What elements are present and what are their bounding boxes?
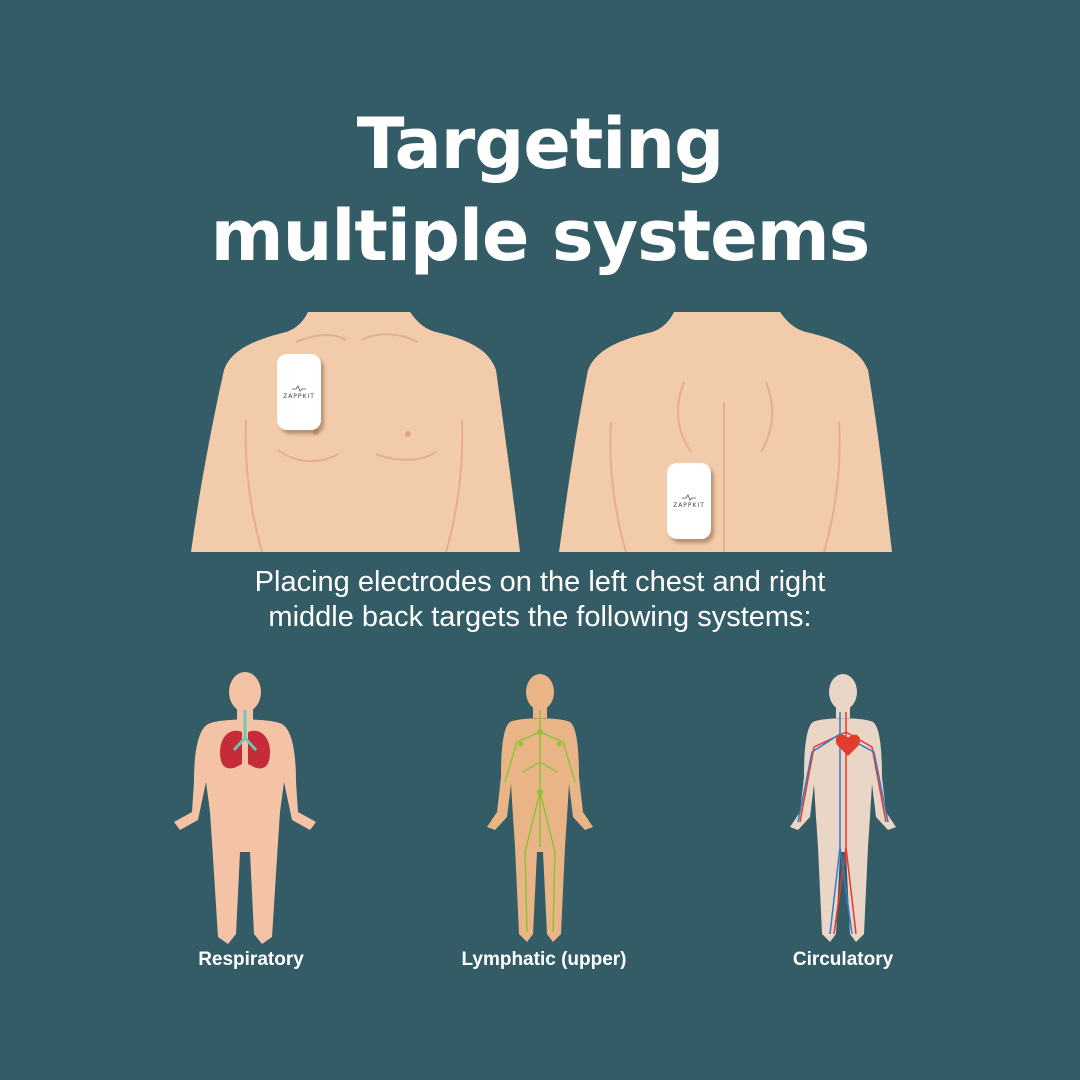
title-line-1: Targeting [356, 103, 724, 185]
title-line-2: multiple systems [210, 195, 871, 277]
heartbeat-icon [682, 493, 696, 501]
torso-front-illustration [191, 312, 520, 552]
lungs-icon [220, 710, 270, 769]
respiratory-label: Respiratory [198, 949, 304, 970]
heartbeat-icon [292, 384, 306, 392]
lymphatic-figure [487, 674, 593, 942]
description-line-1: Placing electrodes on the left chest and… [254, 566, 826, 598]
page-title: Targeting multiple systems [0, 98, 1080, 282]
pad-brand-label: ZAPPKIT [283, 392, 315, 400]
description-text: Placing electrodes on the left chest and… [0, 565, 1080, 635]
heart-vessels-icon [797, 712, 889, 935]
torso-back-illustration [559, 312, 892, 552]
pad-brand-label: ZAPPKIT [673, 501, 705, 509]
description-line-2: middle back targets the following system… [268, 601, 812, 633]
electrode-pad-back: ZAPPKIT [667, 463, 711, 539]
circulatory-figure [790, 674, 896, 942]
electrode-pad-front: ZAPPKIT [277, 354, 321, 430]
respiratory-figure [174, 672, 316, 944]
circulatory-label: Circulatory [792, 949, 894, 970]
lymphatic-label: Lymphatic (upper) [461, 949, 627, 970]
